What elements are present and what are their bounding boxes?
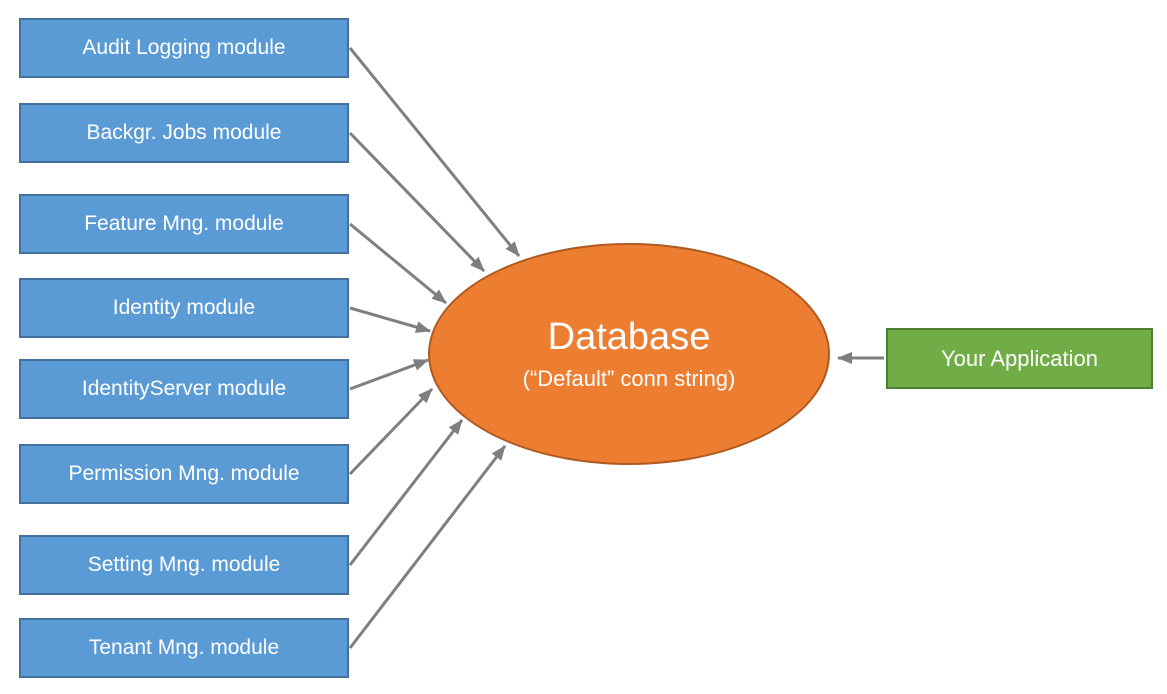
arrow-backgr-jobs-to-database (348, 131, 486, 273)
arrow-feature-mng-to-database (349, 222, 447, 305)
your-application-box: Your Application (886, 328, 1153, 389)
module-box-tenant-mng: Tenant Mng. module (19, 618, 349, 678)
arrow-permission-mng-to-database (348, 387, 434, 476)
module-box-audit-logging: Audit Logging module (19, 18, 349, 78)
module-box-backgr-jobs: Backgr. Jobs module (19, 103, 349, 163)
arrow-identity-to-database (349, 306, 431, 333)
module-label: Setting Mng. module (87, 553, 281, 576)
database-title: Database (547, 316, 711, 359)
arrow-identityserver-to-database (349, 358, 429, 391)
module-box-feature-mng: Feature Mng. module (19, 194, 349, 254)
module-box-identityserver: IdentityServer module (19, 359, 349, 419)
database-conn-string: (“Default” conn string) (522, 365, 736, 391)
module-label: Tenant Mng. module (88, 636, 280, 659)
module-box-permission-mng: Permission Mng. module (19, 444, 349, 504)
module-label: Backgr. Jobs module (86, 121, 282, 144)
database-ellipse: Database (“Default” conn string) (428, 243, 830, 465)
arrow-setting-mng-to-database (348, 419, 464, 566)
module-label: Feature Mng. module (84, 212, 284, 235)
arrow-tenant-mng-to-database (348, 445, 507, 649)
module-label: IdentityServer module (81, 377, 287, 400)
module-label: Permission Mng. module (68, 462, 300, 485)
arrow-audit-logging-to-database (348, 47, 521, 257)
module-label: Identity module (112, 296, 256, 319)
module-box-identity: Identity module (19, 278, 349, 338)
module-box-setting-mng: Setting Mng. module (19, 535, 349, 595)
module-label: Audit Logging module (82, 36, 286, 59)
application-label: Your Application (941, 345, 1098, 371)
